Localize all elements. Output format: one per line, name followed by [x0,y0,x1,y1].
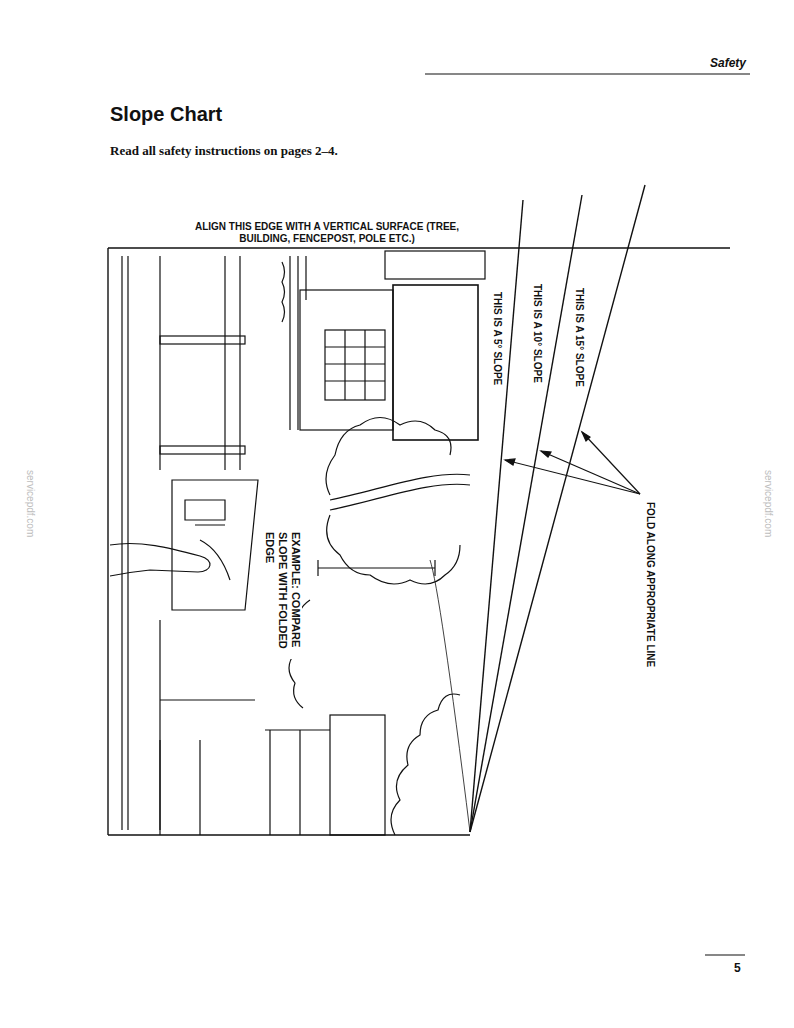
window [325,330,385,400]
header-rule [425,73,750,74]
fence-rail [224,256,225,470]
building [393,285,478,440]
fence-bar [318,567,435,568]
example-note: EXAMPLE: COMPARE SLOPE WITH FOLDED EDGE [262,530,302,659]
slope-label: THIS IS A 10° SLOPE [531,282,543,385]
watermark: servicepdf.com [762,470,774,537]
fence-post [160,336,245,344]
fence-rail [239,256,240,470]
tree-trunk [330,474,470,510]
shed [330,715,385,835]
align-instruction: ALIGN THIS EDGE WITH A VERTICAL SURFACE … [190,221,464,245]
slope-label: THIS IS A 5° SLOPE [491,290,503,387]
house [300,290,393,430]
arrowhead [505,459,515,465]
roof-hatch [282,256,306,430]
shed-wall [265,730,330,835]
slope-line-15 [470,185,645,832]
fold-leader [582,432,640,494]
pole [121,256,122,830]
frame-left [107,248,108,835]
arrowhead [541,451,551,457]
watermark: servicepdf.com [24,470,36,537]
align-edge [108,247,730,249]
inset-scene [185,500,230,580]
safety-note: Read all safety instructions on pages 2–… [110,143,338,159]
page-title: Slope Chart [110,102,222,126]
section-header: Safety [710,56,746,70]
fold-leader [541,451,640,494]
fence-post [160,446,245,454]
frame-bottom [108,834,470,835]
slope-line-10 [470,195,582,832]
wall [160,700,255,835]
arrowhead [582,432,590,441]
guide-line [430,560,470,832]
fold-instruction: FOLD ALONG APPROPRIATE LINE [644,500,656,669]
slope-label: THIS IS A 15° SLOPE [573,286,585,389]
fence-bar [434,560,435,576]
bush [391,694,460,835]
window-grid [325,330,385,400]
inset-photo [172,480,258,610]
tree-crown [326,418,460,585]
hand [110,543,210,576]
building [385,251,485,279]
footer-rule [705,954,745,955]
fence-rail [159,256,160,470]
page-number: 5 [734,961,741,975]
fence-bar [317,560,318,576]
